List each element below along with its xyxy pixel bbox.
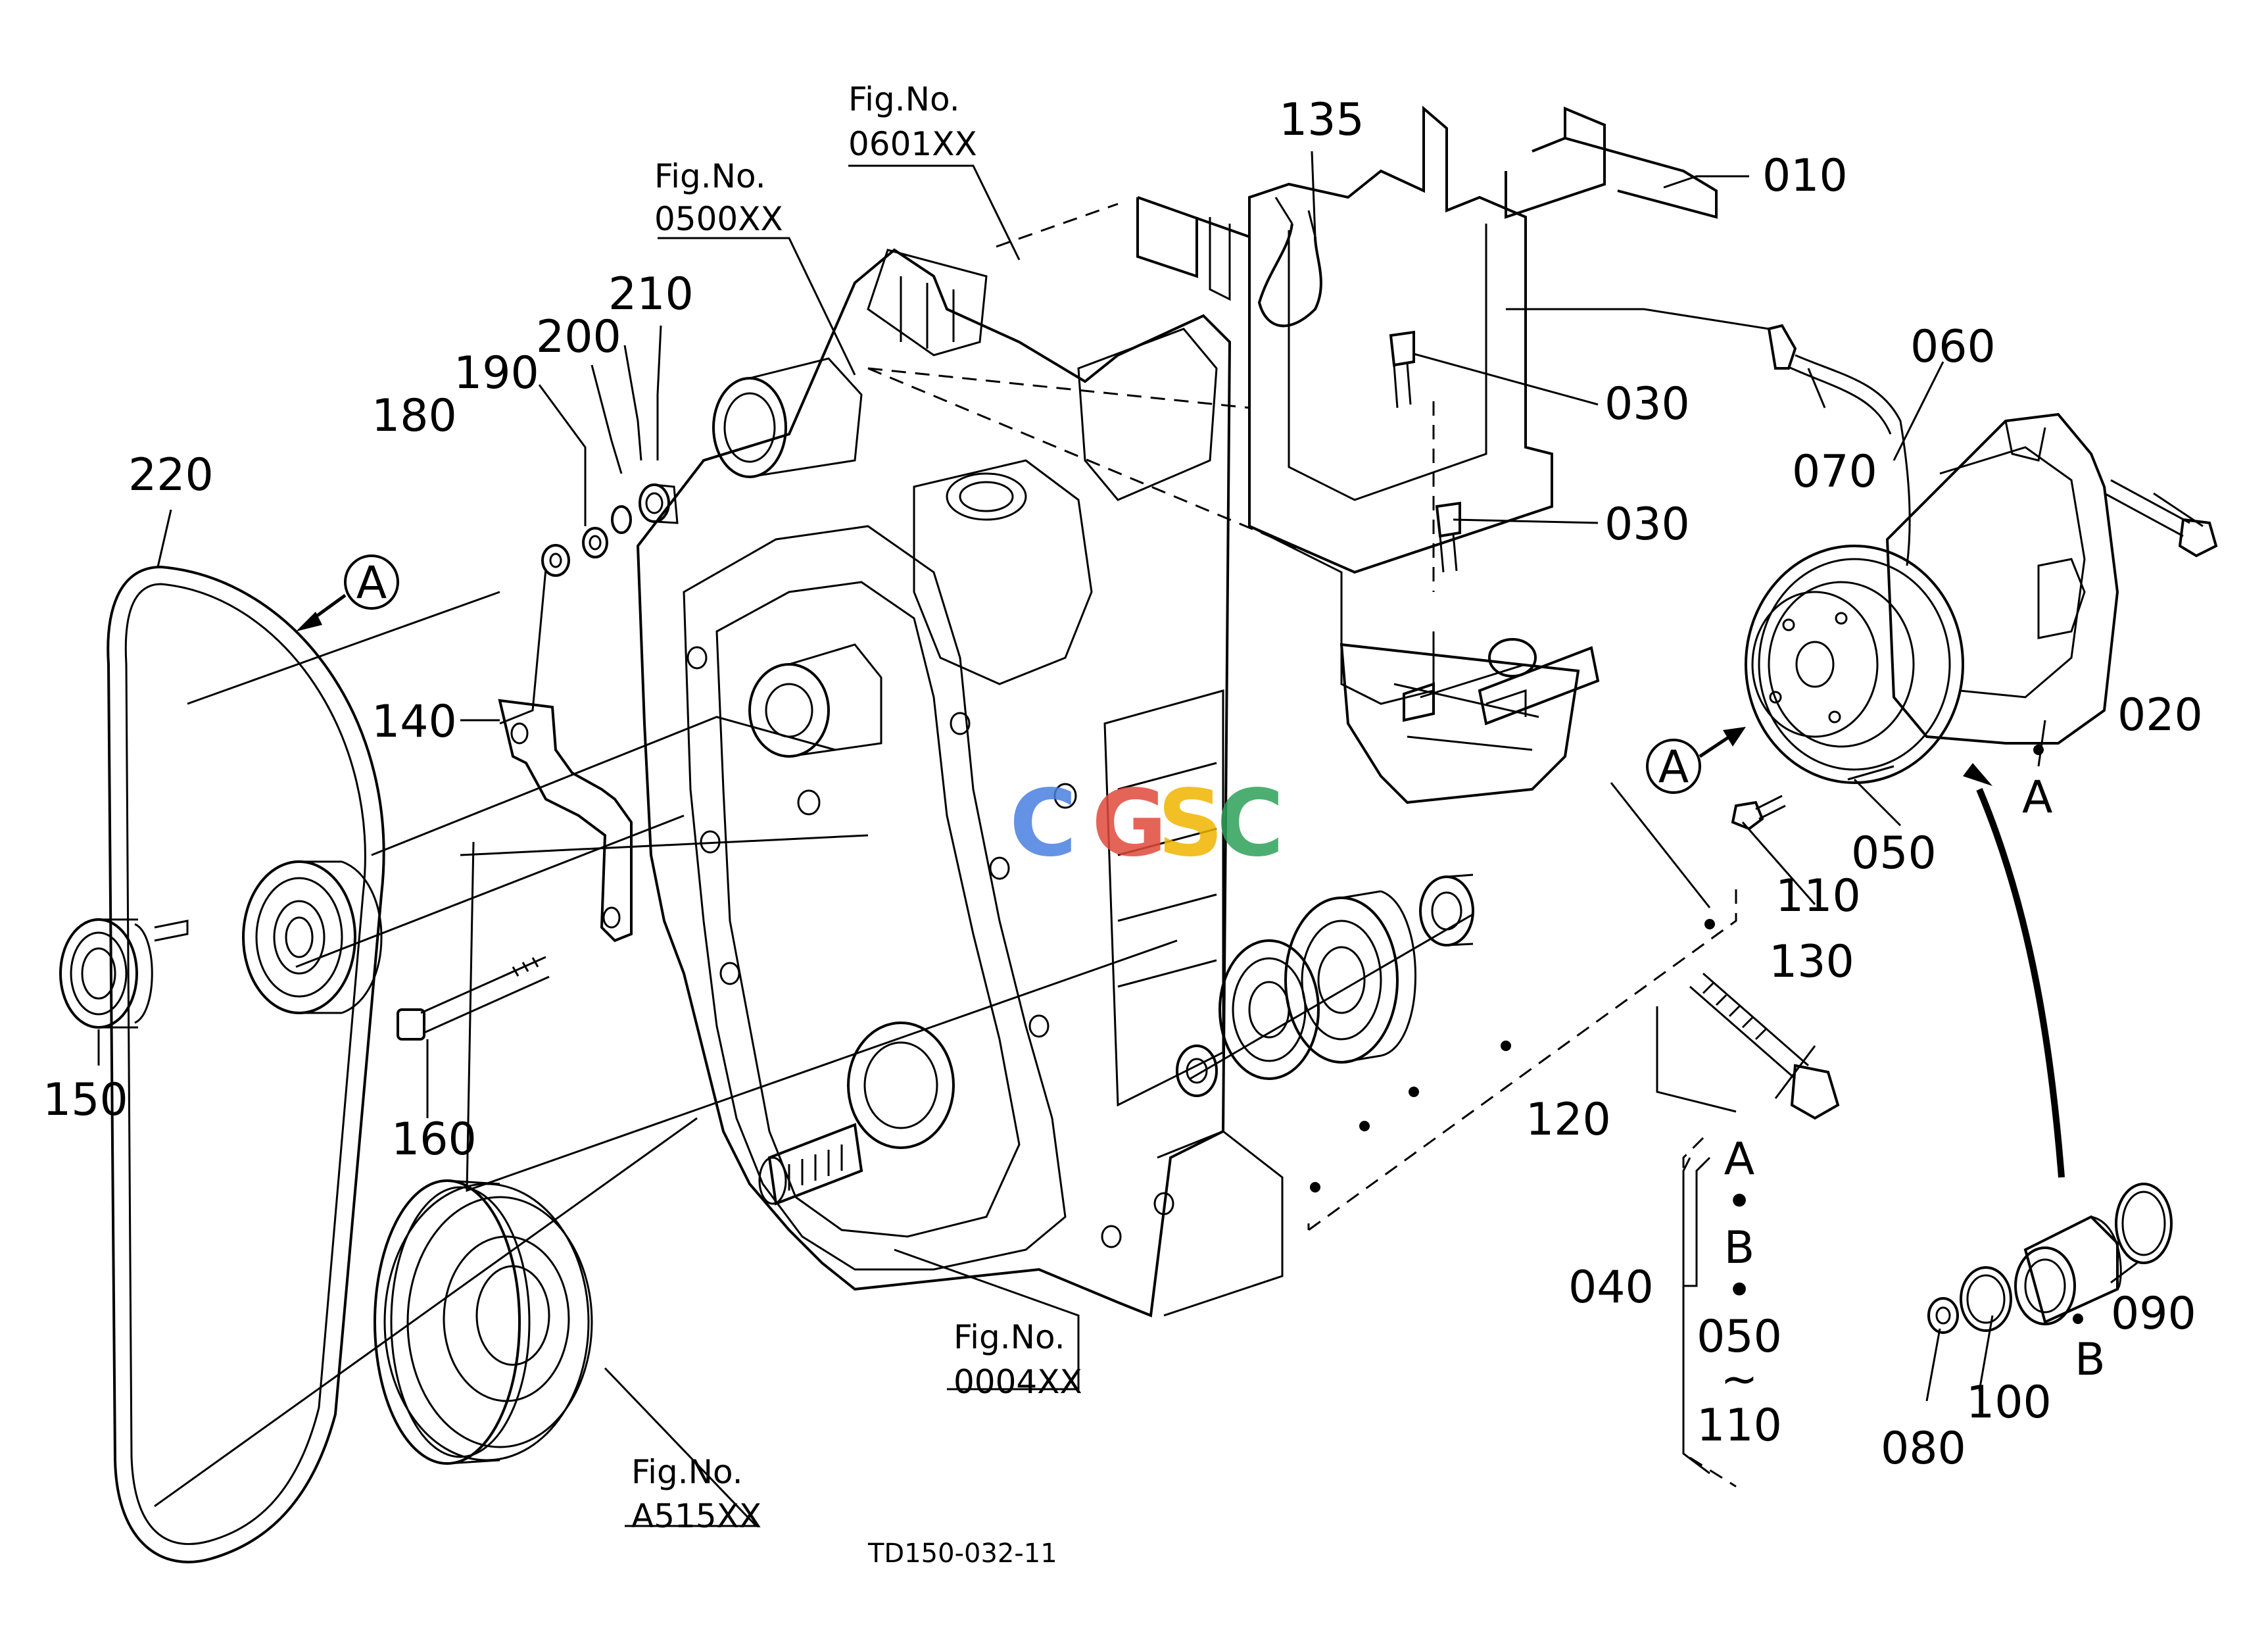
figure-ref-0004-line1: Fig.No.	[953, 1318, 1065, 1356]
crank-pulley	[374, 1179, 593, 1465]
part-label-070: 070	[1792, 446, 1877, 498]
leader-lines	[97, 151, 2204, 1527]
marker-a: A	[2022, 772, 2053, 823]
bracket-140	[498, 699, 633, 943]
range-note-dot2: •	[1726, 1265, 1752, 1317]
part-label-150: 150	[43, 1074, 128, 1126]
part-label-030-upper: 030	[1604, 378, 1690, 430]
part-label-140: 140	[372, 696, 457, 748]
idler-pulley-150	[59, 918, 189, 1029]
part-label-190: 190	[454, 347, 539, 399]
range-note-line4: 110	[1697, 1400, 1782, 1452]
tension-pulley	[242, 860, 383, 1014]
figure-ref-0500-line2: 0500XX	[654, 200, 783, 238]
range-note-dot1: •	[1726, 1176, 1752, 1228]
bolt-130	[1689, 972, 1840, 1120]
part-label-020: 020	[2117, 689, 2203, 741]
part-label-030-lower: 030	[1604, 499, 1690, 551]
part-label-210: 210	[608, 268, 694, 320]
idler-assembly-120	[1176, 638, 1600, 1097]
figure-ref-0004-line2: 0004XX	[953, 1363, 1082, 1401]
watermark-letter-4: C	[1217, 770, 1284, 877]
range-note-line1: A	[1724, 1133, 1755, 1185]
range-note-040: A • B • 050 ~ 110	[1697, 1133, 1782, 1452]
watermark-letter-2: G	[1092, 770, 1167, 877]
callout-a-left-text: A	[356, 557, 387, 609]
part-label-060: 060	[1910, 321, 1996, 373]
part-label-220: 220	[128, 449, 214, 501]
v-belt-220	[107, 565, 385, 1563]
figure-ref-0601: Fig.No. 0601XX	[848, 80, 977, 163]
figure-ref-a515-line1: Fig.No.	[631, 1453, 743, 1491]
figure-ref-a515-line2: A515XX	[631, 1497, 761, 1535]
part-label-040: 040	[1568, 1262, 1654, 1314]
watermark-letter-1: C	[1009, 770, 1077, 877]
compressor-bracket-010	[1136, 105, 1718, 804]
part-label-010: 010	[1762, 150, 1848, 202]
part-label-180: 180	[372, 390, 457, 442]
part-label-130: 130	[1769, 936, 1854, 988]
figure-ref-0601-line2: 0601XX	[848, 125, 977, 163]
callout-a-right: A	[1646, 727, 1746, 794]
part-label-200: 200	[536, 311, 621, 363]
watermark-letter-3: S	[1157, 770, 1224, 877]
figure-ref-0500: Fig.No. 0500XX	[654, 157, 783, 238]
part-label-120: 120	[1526, 1094, 1611, 1146]
part-label-160: 160	[391, 1114, 477, 1166]
range-note-line3: 050	[1697, 1311, 1782, 1363]
figure-ref-a515: Fig.No. A515XX	[631, 1453, 761, 1535]
part-label-090: 090	[2111, 1288, 2196, 1340]
range-note-line2: B	[1724, 1222, 1755, 1274]
clutch-parts	[1927, 763, 2173, 1334]
callout-a-right-text: A	[1658, 741, 1689, 793]
callout-a-left: A	[296, 554, 399, 631]
bolt-160	[397, 956, 550, 1041]
engine-block	[636, 248, 1284, 1317]
drawing-code: TD150-032-11	[867, 1538, 1057, 1569]
range-note-tilde: ~	[1721, 1354, 1758, 1406]
part-label-080: 080	[1881, 1423, 1966, 1475]
part-label-100: 100	[1966, 1377, 2052, 1429]
washer-set	[541, 483, 679, 577]
figure-ref-0601-line1: Fig.No.	[848, 80, 960, 118]
part-label-110: 110	[1775, 870, 1861, 922]
marker-b: B	[2075, 1334, 2106, 1386]
part-label-050: 050	[1851, 827, 1937, 879]
part-label-135: 135	[1279, 94, 1364, 146]
ac-compressor	[1731, 324, 2218, 831]
part-labels: 010 135 030 030 060 070 020 050 110 130 …	[43, 94, 2203, 1475]
watermark: C G S C	[1009, 770, 1284, 877]
figure-ref-0004: Fig.No. 0004XX	[953, 1318, 1082, 1401]
figure-ref-0500-line1: Fig.No.	[654, 157, 766, 195]
